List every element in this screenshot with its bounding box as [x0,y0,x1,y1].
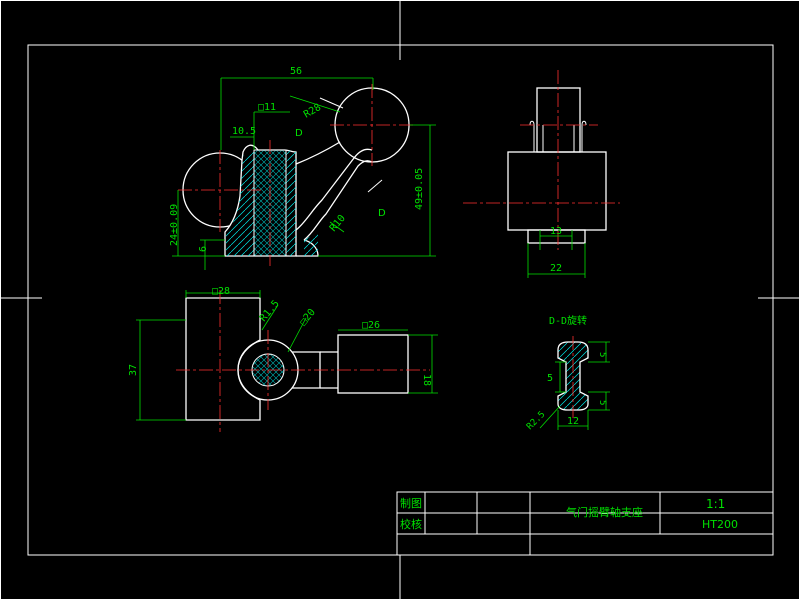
dim-22: 22 [550,263,562,274]
side-view: 13 22 [463,70,620,278]
dim-sq26: □26 [362,320,380,331]
title-block [396,491,774,556]
top-view: □28 R1.5 □20 □26 37 18 [128,286,438,432]
section-mark-d-top: D [295,128,303,139]
sec-dim-r2-5: R2.5 [525,410,547,432]
dim-10-5: 10.5 [232,126,256,137]
front-centerlines [178,84,414,266]
sec-dim-5a: 5 [597,352,607,357]
section-title: D-D旋转 [549,314,587,327]
dim-56: 56 [290,66,302,77]
dim-sq28: □28 [212,286,230,297]
dim-sq11: □11 [258,102,276,113]
front-dimension-lines [172,77,436,270]
sec-dim-5c: 5 [597,400,607,405]
title-part-name: 气门摇臂轴支座 [566,505,643,519]
title-checked-label: 校核 [400,517,422,531]
dim-sq20: □20 [298,307,318,328]
dim-24: 24±0.09 [169,204,180,246]
dim-49: 49±0.05 [414,168,425,210]
front-view: 56 □11 R28 D D 10.5 24±0.09 6 49±0.05 R1… [169,66,436,270]
dim-r1-5: R1.5 [258,298,282,324]
dim-r28: R28 [302,102,323,121]
dim-18: 18 [421,374,432,386]
title-scale: 1:1 [706,497,725,511]
title-drawn-label: 制图 [400,497,422,510]
dim-r10: R10 [328,213,348,234]
dim-37: 37 [128,364,139,376]
dim-6: 6 [198,246,209,252]
title-material: HT200 [702,518,738,531]
dim-13: 13 [550,226,562,237]
section-d-d: D-D旋转 5 5 5 12 R2.5 [525,314,610,432]
sec-dim-5b: 5 [547,373,553,384]
sec-dim-12: 12 [567,416,579,427]
section-mark-d-bottom: D [378,208,386,219]
